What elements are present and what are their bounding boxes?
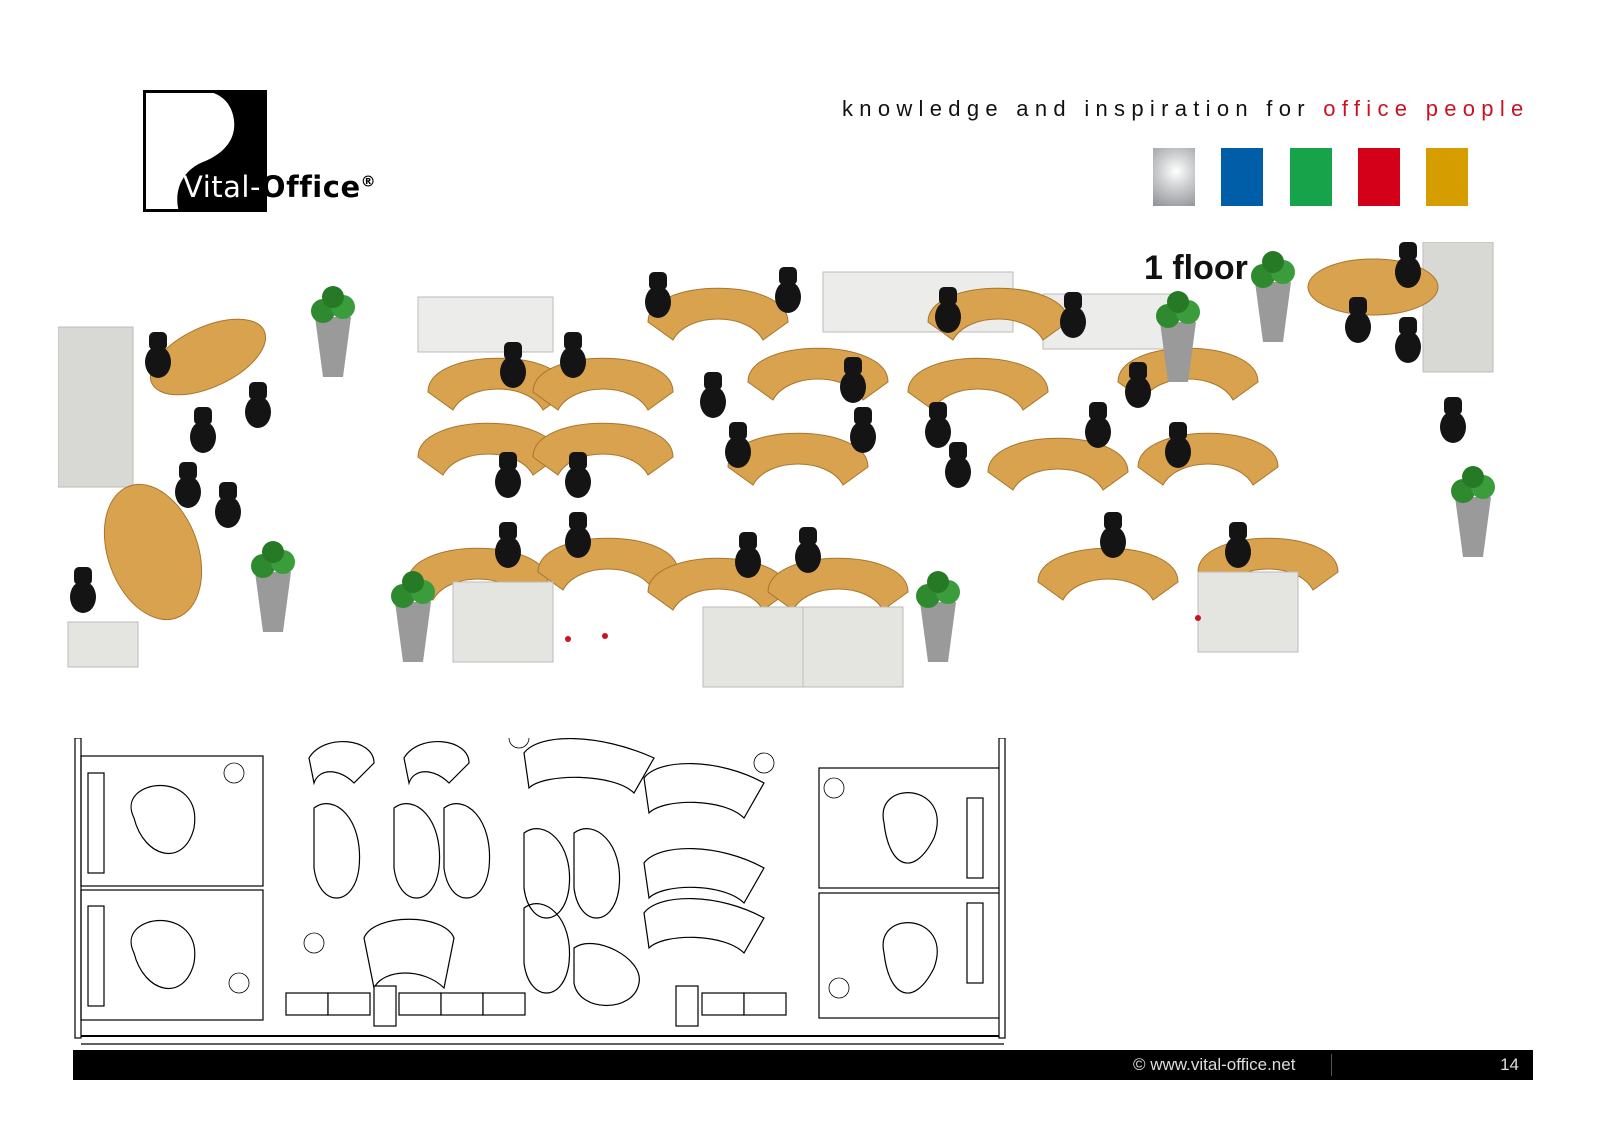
footer-website-link[interactable]: © www.vital-office.net — [1133, 1055, 1296, 1074]
swatch-silver — [1153, 148, 1195, 206]
swatch-yellow — [1426, 148, 1468, 206]
tagline: knowledge and inspiration for office peo… — [842, 96, 1530, 121]
floor-plan — [74, 727, 1032, 1052]
page-title: 1 floor — [1144, 249, 1248, 287]
swatch-blue — [1221, 148, 1263, 206]
page-number: 14 — [1500, 1055, 1519, 1074]
office-3d-rendering — [57, 241, 1552, 742]
footer-bar: © www.vital-office.net 14 — [73, 1050, 1533, 1080]
swatch-green — [1290, 148, 1332, 206]
swatch-red — [1358, 148, 1400, 206]
footer-divider — [1331, 1054, 1332, 1076]
logo-wordmark: Vital-Office® — [183, 170, 377, 204]
vital-office-logo — [143, 90, 267, 212]
